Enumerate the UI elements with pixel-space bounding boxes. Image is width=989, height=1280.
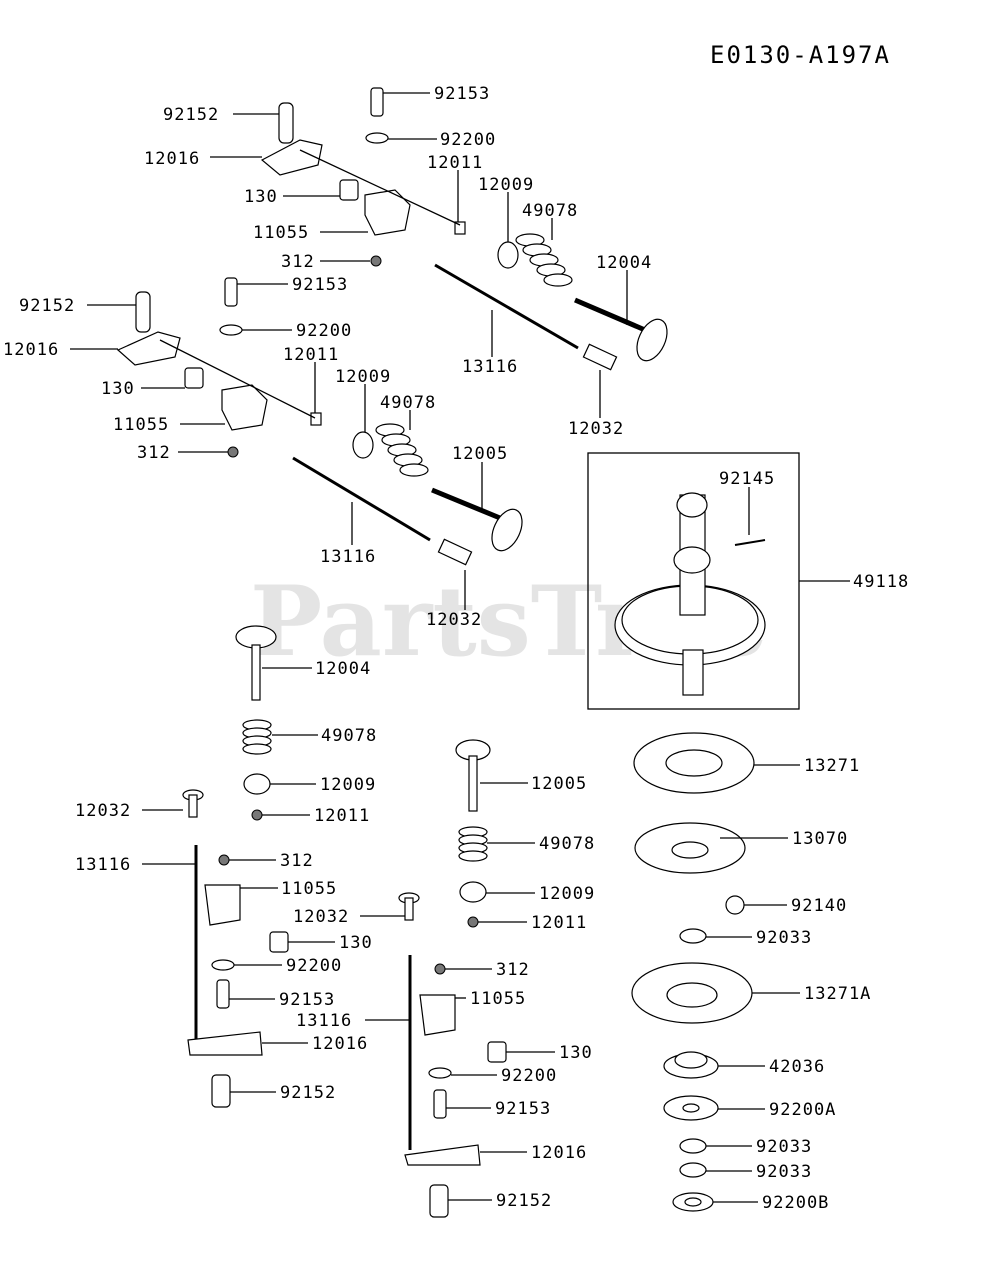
callout-label: 12032 xyxy=(293,907,349,927)
callout-label: 92200 xyxy=(440,130,496,150)
callout-label: 11055 xyxy=(253,223,309,243)
callout-label: 312 xyxy=(496,960,530,980)
callout-label: 13070 xyxy=(792,829,848,849)
callout-label: 130 xyxy=(244,187,278,207)
callout-label: 92152 xyxy=(496,1191,552,1211)
callout-label: 92153 xyxy=(434,84,490,104)
callout-label: 12005 xyxy=(452,444,508,464)
callout-label: 92145 xyxy=(719,469,775,489)
callout-label: 12011 xyxy=(531,913,587,933)
callout-label: 11055 xyxy=(113,415,169,435)
callout-label: 11055 xyxy=(281,879,337,899)
callout-label: 13116 xyxy=(462,357,518,377)
callout-labels: 92153 92152 92200 12016 12011 130 12009 … xyxy=(3,84,909,1213)
camshaft-49118 xyxy=(614,492,766,696)
diagram-code: E0130-A197A xyxy=(710,41,891,69)
washer-92200 xyxy=(365,132,389,144)
leader-lines xyxy=(70,92,850,1203)
bolt-92153 xyxy=(370,87,384,117)
callout-label: 312 xyxy=(281,252,315,272)
callout-label: 12009 xyxy=(320,775,376,795)
callout-label: 12011 xyxy=(283,345,339,365)
callout-label: 12016 xyxy=(531,1143,587,1163)
callout-label: 312 xyxy=(280,851,314,871)
callout-label: 12032 xyxy=(75,801,131,821)
valve-train-upper xyxy=(434,233,668,371)
callout-label: 92200B xyxy=(762,1193,829,1213)
lifter-12032 xyxy=(582,343,618,371)
valve-12004 xyxy=(636,318,668,362)
rocker-arm-12016 xyxy=(260,139,323,176)
callout-label: 12032 xyxy=(568,419,624,439)
callout-label: 92152 xyxy=(163,105,219,125)
spring-49078 xyxy=(515,233,573,287)
callout-label: 12009 xyxy=(478,175,534,195)
callout-label: 13116 xyxy=(75,855,131,875)
callout-label: 13271A xyxy=(804,984,871,1004)
pivot-92152 xyxy=(278,102,294,144)
callout-label: 12016 xyxy=(144,149,200,169)
callout-label: 49078 xyxy=(321,726,377,746)
callout-label: 92200 xyxy=(286,956,342,976)
callout-label: 12016 xyxy=(3,340,59,360)
callout-label: 92033 xyxy=(756,1162,812,1182)
callout-label: 12016 xyxy=(312,1034,368,1054)
rocker-assembly-lower-middle xyxy=(404,955,507,1218)
callout-label: 12004 xyxy=(596,253,652,273)
cap-12011 xyxy=(454,221,466,235)
rocker-assembly-middle xyxy=(116,277,523,566)
valve-stack-middle xyxy=(398,739,491,928)
bolt-130 xyxy=(339,179,359,201)
callout-label: 12005 xyxy=(531,774,587,794)
callout-label: 312 xyxy=(137,443,171,463)
nut-312 xyxy=(370,255,382,267)
callout-label: 92152 xyxy=(280,1083,336,1103)
callout-label: 12009 xyxy=(335,367,391,387)
callout-label: 12011 xyxy=(314,806,370,826)
callout-label: 92200A xyxy=(769,1100,836,1120)
callout-label: 12009 xyxy=(539,884,595,904)
seal-12009 xyxy=(497,241,519,269)
callout-label: 13271 xyxy=(804,756,860,776)
callout-label: 92153 xyxy=(279,990,335,1010)
rocker-bracket-11055 xyxy=(364,189,411,236)
callout-label: 11055 xyxy=(470,989,526,1009)
callout-label: 92033 xyxy=(756,1137,812,1157)
callout-label: 12032 xyxy=(426,610,482,630)
callout-label: 130 xyxy=(101,379,135,399)
callout-label: 92152 xyxy=(19,296,75,316)
callout-label: 49078 xyxy=(380,393,436,413)
ball-92140 xyxy=(725,895,745,915)
callout-label: 42036 xyxy=(769,1057,825,1077)
callout-label: 12011 xyxy=(427,153,483,173)
clip-92033 xyxy=(679,928,707,944)
callout-label: 92033 xyxy=(756,928,812,948)
callout-label: 49078 xyxy=(522,201,578,221)
callout-label: 130 xyxy=(559,1043,593,1063)
callout-label: 49078 xyxy=(539,834,595,854)
callout-label: 92200 xyxy=(501,1066,557,1086)
callout-label: 92153 xyxy=(292,275,348,295)
rocker-assembly-upper xyxy=(260,87,466,267)
callout-label: 13116 xyxy=(296,1011,352,1031)
callout-label: 92153 xyxy=(495,1099,551,1119)
valve-stack-left xyxy=(235,625,277,821)
rocker-assembly-lower-left xyxy=(182,789,289,1108)
governor-stack xyxy=(631,732,755,1212)
callout-label: 130 xyxy=(339,933,373,953)
callout-label: 92200 xyxy=(296,321,352,341)
callout-label: 49118 xyxy=(853,572,909,592)
callout-label: 92140 xyxy=(791,896,847,916)
callout-label: 13116 xyxy=(320,547,376,567)
callout-label: 12004 xyxy=(315,659,371,679)
